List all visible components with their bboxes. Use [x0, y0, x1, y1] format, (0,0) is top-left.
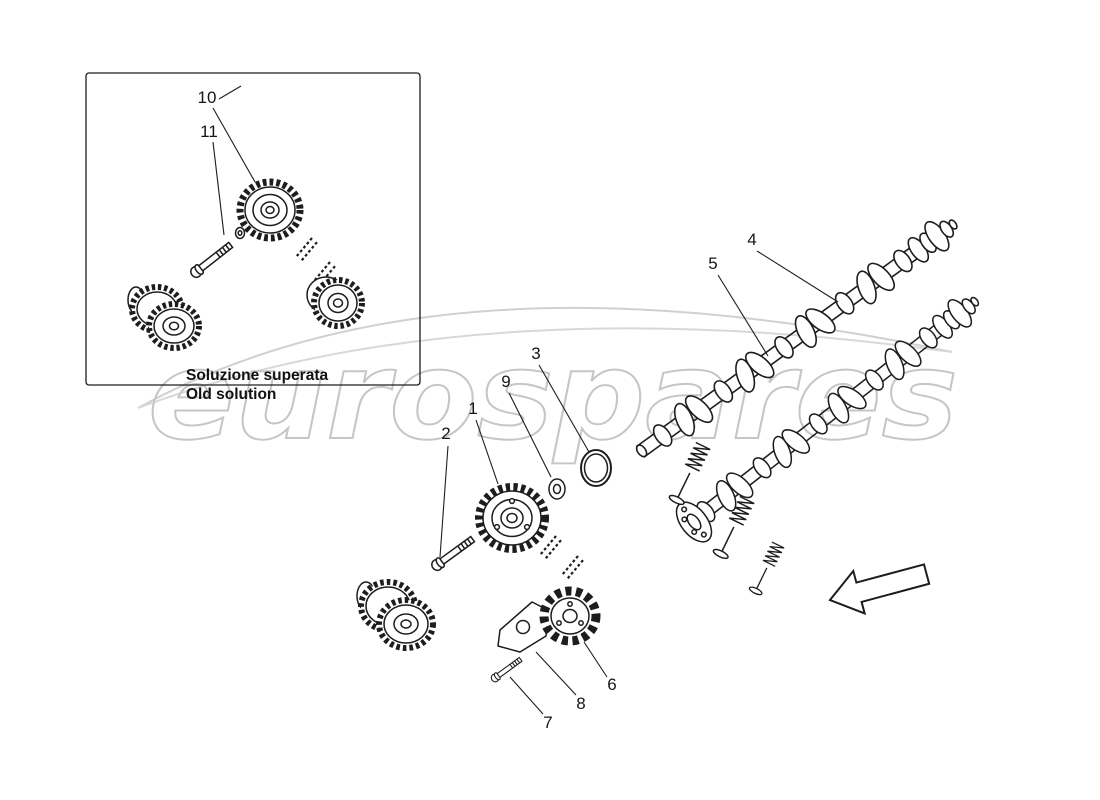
chain-segment [560, 554, 585, 582]
callout-3: 3 [531, 344, 540, 363]
leader-line-5 [717, 274, 769, 357]
leader-line-2 [439, 445, 449, 558]
leader-line-3 [538, 364, 590, 453]
seal-ring [580, 449, 612, 487]
leader-line-9 [508, 392, 552, 478]
old-solution-inset: Soluzione superata Old solution [85, 72, 421, 403]
watermark: eurospares [137, 306, 959, 468]
callouts: 10 11 2 1 9 3 4 5 6 8 7 [198, 88, 757, 732]
leader-line-6 [583, 641, 608, 678]
valve-assembly [747, 541, 785, 597]
callout-6: 6 [607, 675, 616, 694]
inset-label-en: Old solution [186, 386, 276, 403]
leader-line-1 [475, 419, 499, 485]
callout-1: 1 [468, 399, 477, 418]
leader-line-8 [535, 651, 577, 696]
inset-label-it: Soluzione superata [186, 367, 328, 384]
old-chain-segment [294, 236, 319, 264]
old-variator-pulley [236, 178, 304, 242]
old-bolt [187, 239, 235, 281]
callout-10: 10 [198, 88, 217, 107]
watermark-text: eurospares [148, 325, 958, 467]
camshaft-variator [475, 483, 549, 553]
callout-11: 11 [200, 122, 218, 141]
old-bolt-washer [234, 226, 246, 240]
leader-line-10b [218, 85, 242, 100]
chain-guide-plate [497, 601, 549, 653]
watermark-swoosh-lower [137, 327, 953, 409]
callout-7: 7 [543, 713, 552, 732]
callout-9: 9 [501, 372, 510, 391]
chain-segment [538, 534, 563, 562]
callout-2: 2 [441, 424, 450, 443]
callout-5: 5 [708, 254, 717, 273]
leader-lines [212, 85, 839, 715]
variator-washer [548, 478, 566, 500]
gear-cluster [356, 579, 436, 651]
leader-line-11 [212, 141, 225, 236]
leader-line-7 [509, 676, 544, 715]
leader-line-4 [756, 250, 839, 303]
sprocket-bolt [489, 655, 524, 684]
variator-bolt [428, 533, 477, 574]
timing-sprocket [539, 586, 601, 646]
inset-frame [85, 72, 421, 386]
artwork: Soluzione superata Old solution [85, 72, 989, 715]
callout-8: 8 [576, 694, 585, 713]
leader-line-10 [212, 107, 256, 183]
callout-4: 4 [747, 230, 756, 249]
direction-arrow [828, 563, 931, 616]
old-gear [306, 276, 365, 329]
old-gear-cluster [127, 284, 202, 351]
